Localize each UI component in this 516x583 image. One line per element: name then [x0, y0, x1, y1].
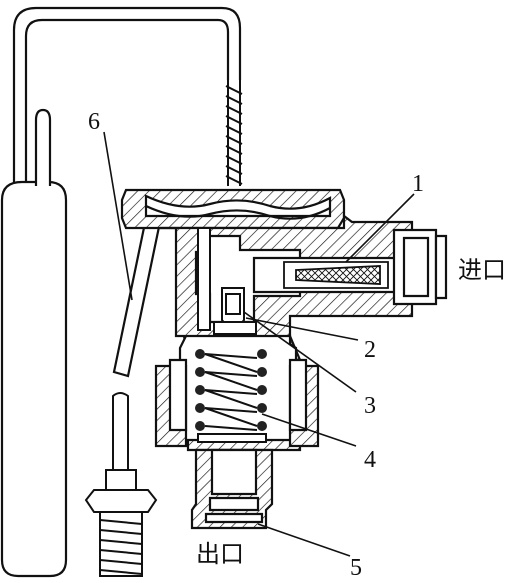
outlet-nozzle [190, 448, 274, 530]
push-rod [197, 227, 211, 331]
valve-needle [221, 287, 245, 331]
capillary-coil [225, 80, 243, 186]
label-outlet: 出口 [196, 540, 244, 568]
leader-6 [103, 131, 133, 301]
equalizer-tube-lower [112, 392, 129, 471]
label-part-1: 1 [412, 171, 424, 197]
equalizer-tube-upper [112, 216, 162, 378]
label-inlet: 进口 [458, 256, 506, 284]
label-part-6: 6 [88, 109, 100, 135]
equalizer-fitting [84, 469, 158, 577]
label-part-2: 2 [364, 337, 376, 363]
valve-seat [213, 321, 257, 335]
leader-4 [261, 413, 357, 447]
filter-screen [283, 261, 389, 289]
leader-3 [243, 311, 357, 393]
diaphragm-head [120, 188, 346, 230]
leader-2 [245, 317, 359, 341]
inlet-connector [392, 228, 448, 306]
label-part-3: 3 [364, 393, 376, 419]
leader-5 [257, 523, 351, 557]
spring-chamber [154, 334, 320, 448]
leader-1 [345, 193, 415, 263]
leader-lines [103, 131, 415, 557]
label-part-4: 4 [364, 447, 376, 473]
label-part-5: 5 [350, 555, 362, 581]
sensing-bulb [0, 108, 68, 578]
adjusting-spring [195, 349, 267, 443]
capillary-tube [12, 6, 242, 190]
